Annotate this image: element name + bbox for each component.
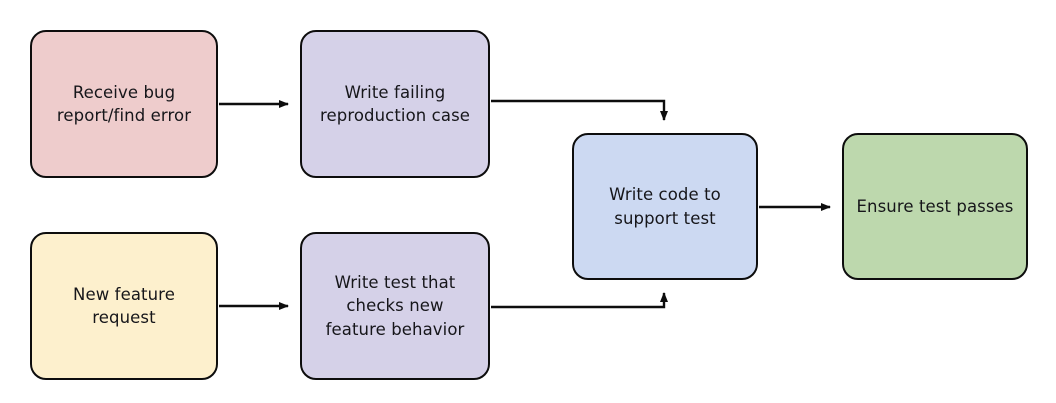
edge-repro-to-write-code — [491, 99, 668, 121]
node-label: Write test that checks new feature behav… — [325, 272, 465, 339]
node-ensure-test-passes[interactable]: Ensure test passes — [842, 133, 1028, 280]
node-label: Ensure test passes — [856, 196, 1014, 216]
node-label: Receive bug report/find error — [56, 82, 192, 125]
node-write-code-to-support-test[interactable]: Write code to support test — [572, 133, 758, 280]
edge-write-test-to-write-code — [491, 292, 668, 309]
node-new-feature-request[interactable]: New feature request — [30, 232, 218, 380]
node-write-failing-reproduction-case[interactable]: Write failing reproduction case — [300, 30, 490, 178]
node-label: Write code to support test — [609, 185, 721, 228]
node-receive-bug-report[interactable]: Receive bug report/find error — [30, 30, 218, 178]
node-write-test-checks-new-feature[interactable]: Write test that checks new feature behav… — [300, 232, 490, 380]
node-label: Write failing reproduction case — [319, 82, 471, 125]
node-label: New feature request — [73, 284, 175, 327]
